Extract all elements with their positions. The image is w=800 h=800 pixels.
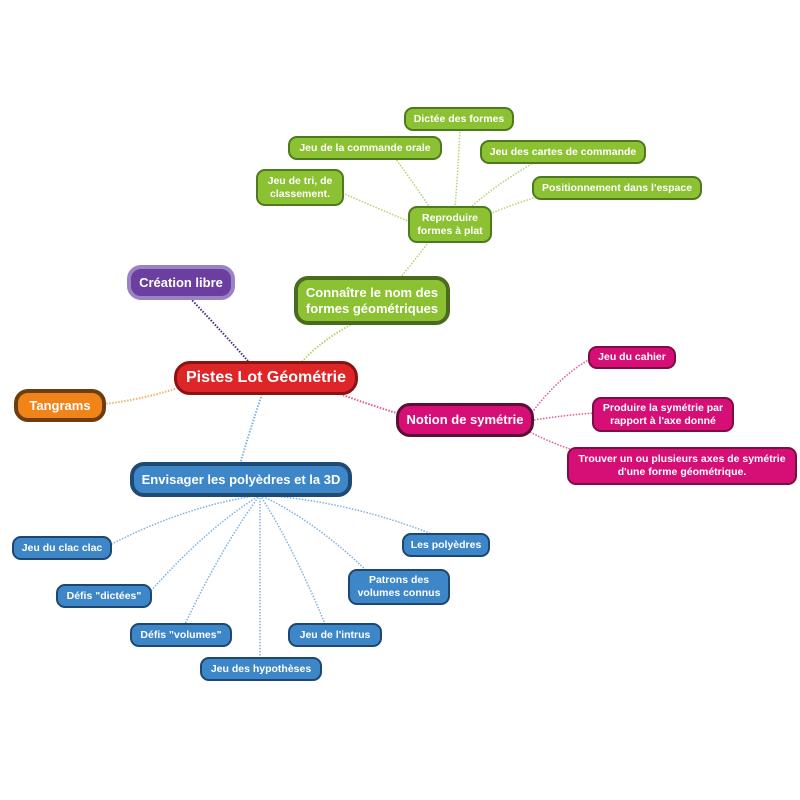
leaf-node-clac-clac[interactable]: Jeu du clac clac (12, 536, 112, 560)
link-repro-g2 (469, 161, 536, 209)
leaf-node-jeu-cahier[interactable]: Jeu du cahier (588, 346, 676, 369)
leaf-node-les-polyedres[interactable]: Les polyèdres (402, 533, 490, 557)
link-poly-b0 (109, 494, 261, 546)
link-root-poly (239, 393, 263, 465)
branch-node-formes[interactable]: Connaître le nom des formes géométriques (294, 276, 450, 325)
leaf-node-dictee-formes[interactable]: Dictée des formes (404, 107, 514, 131)
leaf-node-defis-volumes[interactable]: Défis "volumes" (130, 623, 232, 647)
link-sym-p1 (533, 412, 596, 421)
leaf-node-defis-dictees[interactable]: Défis "dictées" (56, 584, 152, 608)
link-poly-b2 (184, 494, 261, 625)
link-poly-b4 (259, 494, 326, 625)
link-root-creation (189, 297, 249, 362)
link-root-tangrams (103, 387, 179, 405)
branch-node-polyedres[interactable]: Envisager les polyèdres et la 3D (130, 462, 352, 497)
link-formes-repro (399, 239, 431, 279)
link-repro-g4 (489, 195, 541, 215)
leaf-node-jeu-hypotheses[interactable]: Jeu des hypothèses (200, 657, 322, 681)
link-repro-g1 (394, 157, 431, 209)
root-node[interactable]: Pistes Lot Géométrie (174, 361, 358, 395)
branch-node-tangrams[interactable]: Tangrams (14, 389, 106, 422)
link-repro-g0 (454, 127, 461, 209)
leaf-node-patrons-volumes[interactable]: Patrons des volumes connus (348, 569, 450, 605)
branch-node-symetrie[interactable]: Notion de symétrie (396, 403, 534, 437)
leaf-node-positionnement[interactable]: Positionnement dans l'espace (532, 176, 702, 200)
leaf-node-commande-orale[interactable]: Jeu de la commande orale (288, 136, 442, 160)
subbranch-node-reproduire[interactable]: Reproduire formes à plat (408, 206, 492, 243)
link-root-formes (299, 319, 361, 365)
link-poly-b1 (149, 494, 261, 593)
leaf-node-produire-symetrie[interactable]: Produire la symétrie par rapport à l'axe… (592, 397, 734, 432)
link-root-sym (339, 393, 401, 415)
branch-node-creation-libre[interactable]: Création libre (127, 265, 235, 300)
leaf-node-cartes-commande[interactable]: Jeu des cartes de commande (480, 140, 646, 164)
link-poly-b6 (259, 494, 433, 535)
link-poly-b5 (259, 494, 371, 575)
leaf-node-tri-classement[interactable]: Jeu de tri, de classement. (256, 169, 344, 206)
leaf-node-jeu-intrus[interactable]: Jeu de l'intrus (288, 623, 382, 647)
link-repro-g3 (339, 191, 411, 223)
leaf-node-trouver-axes[interactable]: Trouver un ou plusieurs axes de symétrie… (567, 447, 797, 485)
link-sym-p0 (529, 357, 593, 416)
